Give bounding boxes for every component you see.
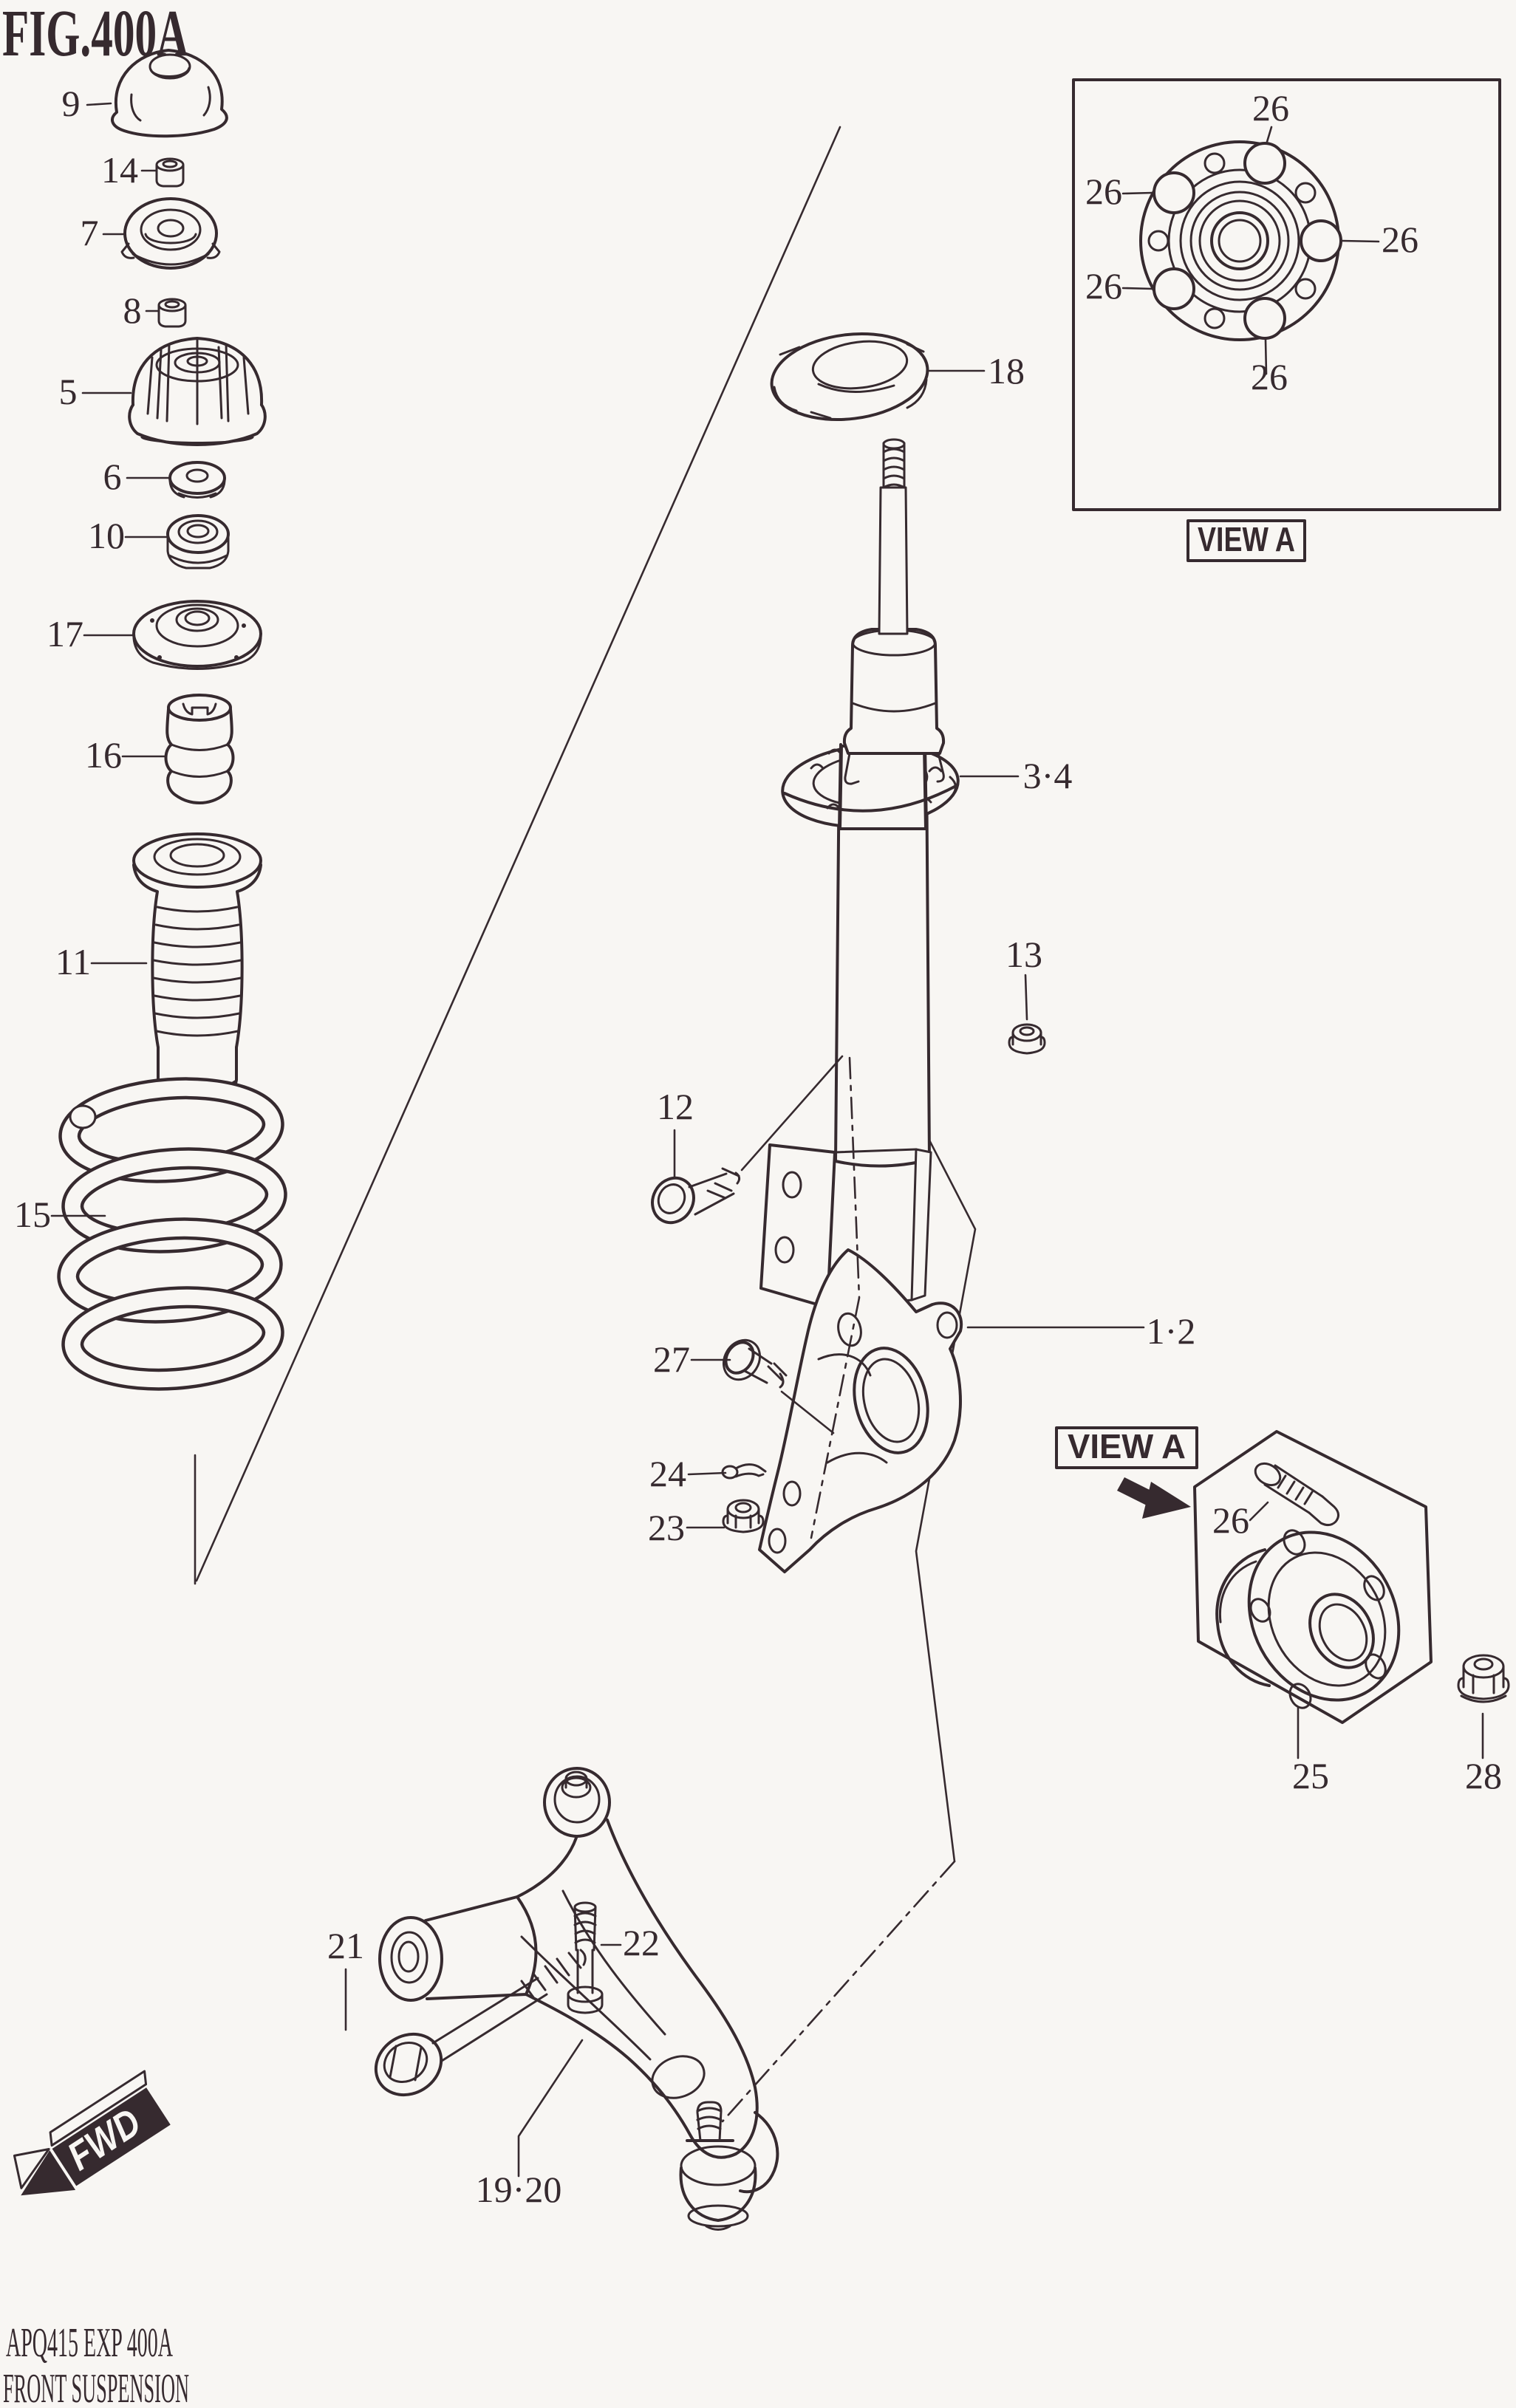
strut-upper-cup [842,628,946,755]
part-23-nut [722,1499,765,1533]
flange-hole [1294,278,1317,300]
part-strut-assembly [759,438,960,1309]
strut-rod [878,486,909,635]
spring-end-cut [69,1104,97,1129]
footer-name: FRONT SUSPENSION [3,2366,189,2408]
part-24-cotter-pin [721,1463,767,1480]
figure-title: FIG.400A [2,0,188,70]
part-25-hub [1215,1529,1401,1709]
callout-15: 15 [14,1194,51,1235]
footer-code: APQ415 EXP 400A [6,2320,173,2366]
part-11-dust-boot [132,832,262,1099]
view-a-label-2: VIEW A [1068,1427,1186,1465]
part-18-spring-seat [770,332,929,422]
stud-hole [1153,267,1195,310]
part-12-bolt [651,1167,741,1225]
flange-hole [1147,230,1170,252]
bolt-27-assembly-line [780,1390,835,1434]
callout-26-left-lower: 26 [1085,265,1122,307]
part-15-coil-spring [57,1077,287,1391]
callout-27: 27 [653,1338,690,1380]
part-9-cap [111,49,228,138]
flange-hole [1294,182,1317,204]
part-7-strut-support [120,197,221,270]
callout-8: 8 [123,290,142,331]
center-axis-lines [721,1056,956,2123]
part-13-nut [1008,1023,1046,1055]
part-5-strut-mount [128,337,267,446]
callout-24: 24 [649,1453,686,1494]
callout-labels: 9 14 7 8 5 6 10 17 16 11 15 18 3·4 13 12… [14,83,1502,2210]
part-28-flange-nut [1457,1654,1510,1703]
part-8-nut [157,298,187,328]
callout-18: 18 [988,350,1025,391]
callout-26-top: 26 [1252,87,1289,129]
part-14-nut [155,157,185,188]
callout-16: 16 [85,734,122,776]
view-a-label-1: VIEW A [1198,520,1295,558]
strut-cup-tabs [844,752,945,785]
flange-hole [1203,152,1226,174]
callout-6: 6 [103,456,122,497]
arm-rear-bushing [543,1767,611,1838]
callout-9: 9 [62,83,81,124]
callout-21: 21 [327,1925,364,1966]
part-1-2-steering-knuckle [758,1248,963,1573]
leader-line-strut-column [195,126,841,1582]
callout-10: 10 [88,515,125,556]
callout-14: 14 [101,149,138,191]
stud-hole [1300,219,1342,262]
arm-ball-joint [679,2101,779,2231]
bolt-12-assembly-line [740,1055,844,1171]
part-26-wheel-stud [1254,1462,1339,1527]
callout-22: 22 [623,1922,660,1963]
strut-rod-threads [882,438,906,489]
part-6-washer [168,461,226,499]
view-a-label-box [1186,519,1306,562]
callout-17: 17 [47,613,83,654]
callout-leaders [50,102,1484,2178]
view-a-arrow-head [1142,1482,1191,1519]
callout-25: 25 [1292,1755,1329,1796]
part-21-bolt [374,1949,587,2097]
part-16-bump-stop [164,694,235,804]
part-19-20-lower-arm [378,1767,779,2231]
fwd-arrow: FWD [13,2070,171,2196]
callout-26-left-upper: 26 [1085,171,1122,212]
stud-hole [1153,171,1195,214]
callout-12: 12 [657,1086,694,1127]
callout-13: 13 [1005,934,1042,975]
callout-19-20: 19·20 [476,2169,562,2210]
part-27-bolt [722,1055,844,1434]
part-22-stud [567,1901,604,2014]
callout-5: 5 [59,371,78,412]
callout-1-2: 1·2 [1147,1310,1196,1352]
view-a-detail-box [1072,78,1501,562]
hub-front-view [1139,140,1342,341]
stud-hole [1243,297,1286,340]
callout-26-bottom: 26 [1251,356,1288,397]
part-17-spring-seat-upper [132,600,262,670]
callout-11: 11 [55,941,91,982]
callout-26-hex: 26 [1212,1499,1249,1541]
flange-hole [1203,307,1226,329]
callout-26-right: 26 [1382,219,1418,260]
hub-detail-hexagon [1193,1430,1433,1724]
callout-7: 7 [81,212,99,253]
strut-cup-line [851,702,937,713]
part-10-bearing [166,514,230,569]
view-a-pointer [1055,1426,1198,1519]
callout-28: 28 [1465,1755,1502,1796]
strut-bracket [759,1143,932,1309]
strut-spring-flange [781,743,960,830]
callout-23: 23 [648,1507,685,1548]
stud-hole [1243,142,1286,185]
callout-3-4: 3·4 [1023,755,1073,796]
